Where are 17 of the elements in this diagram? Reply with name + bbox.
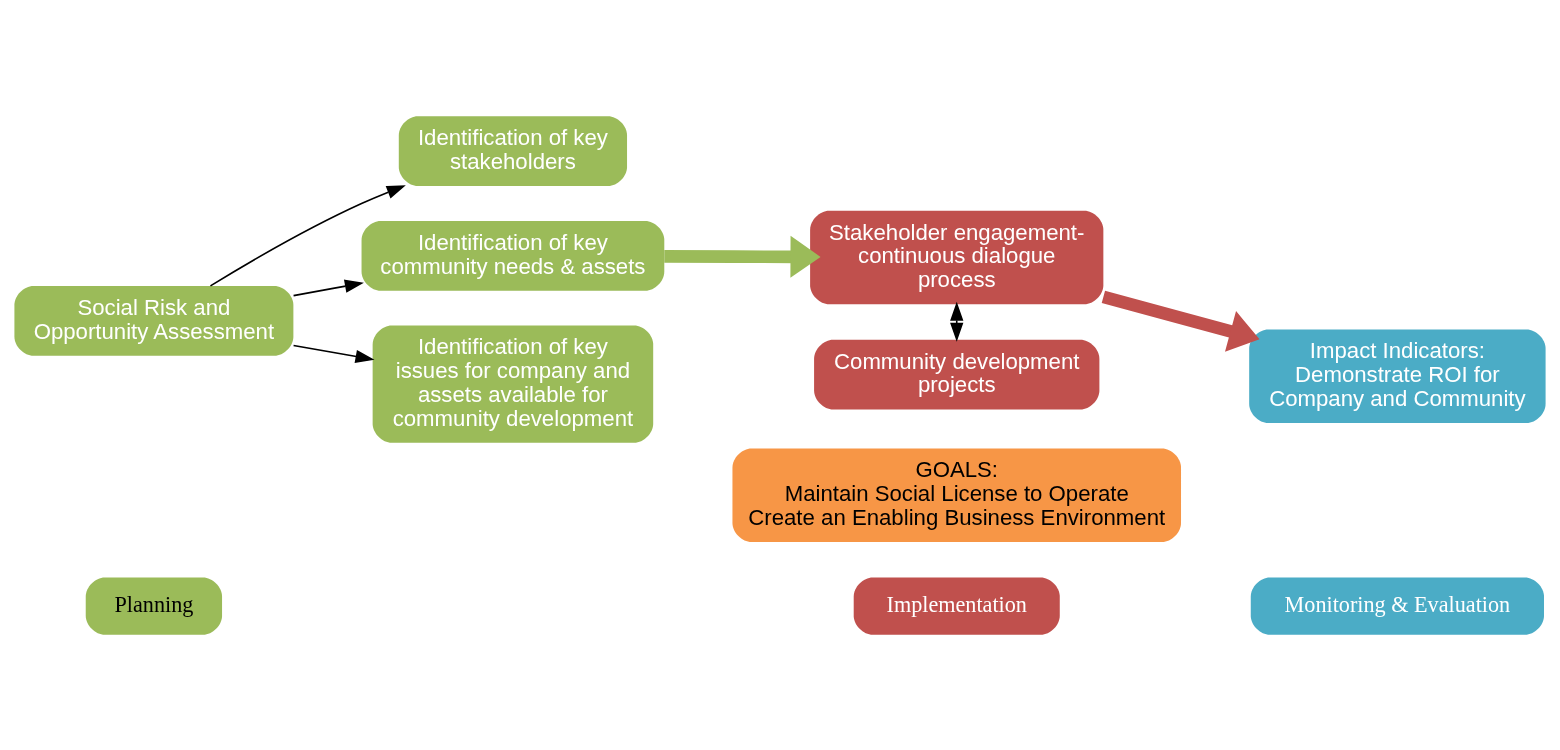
node-box: Identification of key stakeholders bbox=[398, 115, 628, 186]
node-box: Impact Indicators: Demonstrate ROI for Company and Community bbox=[1249, 329, 1546, 423]
node-box: Identification of key issues for company and assets available for community development bbox=[372, 325, 654, 443]
arrow bbox=[209, 184, 406, 287]
node-box: Planning bbox=[85, 577, 223, 635]
node-box: GOALS: Maintain Social License to Operate Create an Enabling Business Environment bbox=[732, 447, 1181, 542]
arrow bbox=[1101, 290, 1260, 352]
node-box: Social Risk and Opportunity Assessment bbox=[14, 285, 294, 356]
node-box: Stakeholder engagement- continuous dialogue process bbox=[810, 210, 1104, 304]
node-box: Monitoring & Evaluation bbox=[1250, 577, 1544, 635]
arrow bbox=[292, 279, 364, 296]
arrow bbox=[292, 344, 375, 363]
arrow bbox=[664, 235, 821, 278]
arrow bbox=[950, 301, 964, 342]
node-box: Identification of key community needs & assets bbox=[361, 220, 665, 291]
node-box: Community development projects bbox=[814, 339, 1100, 410]
node-box: Implementation bbox=[853, 577, 1060, 635]
